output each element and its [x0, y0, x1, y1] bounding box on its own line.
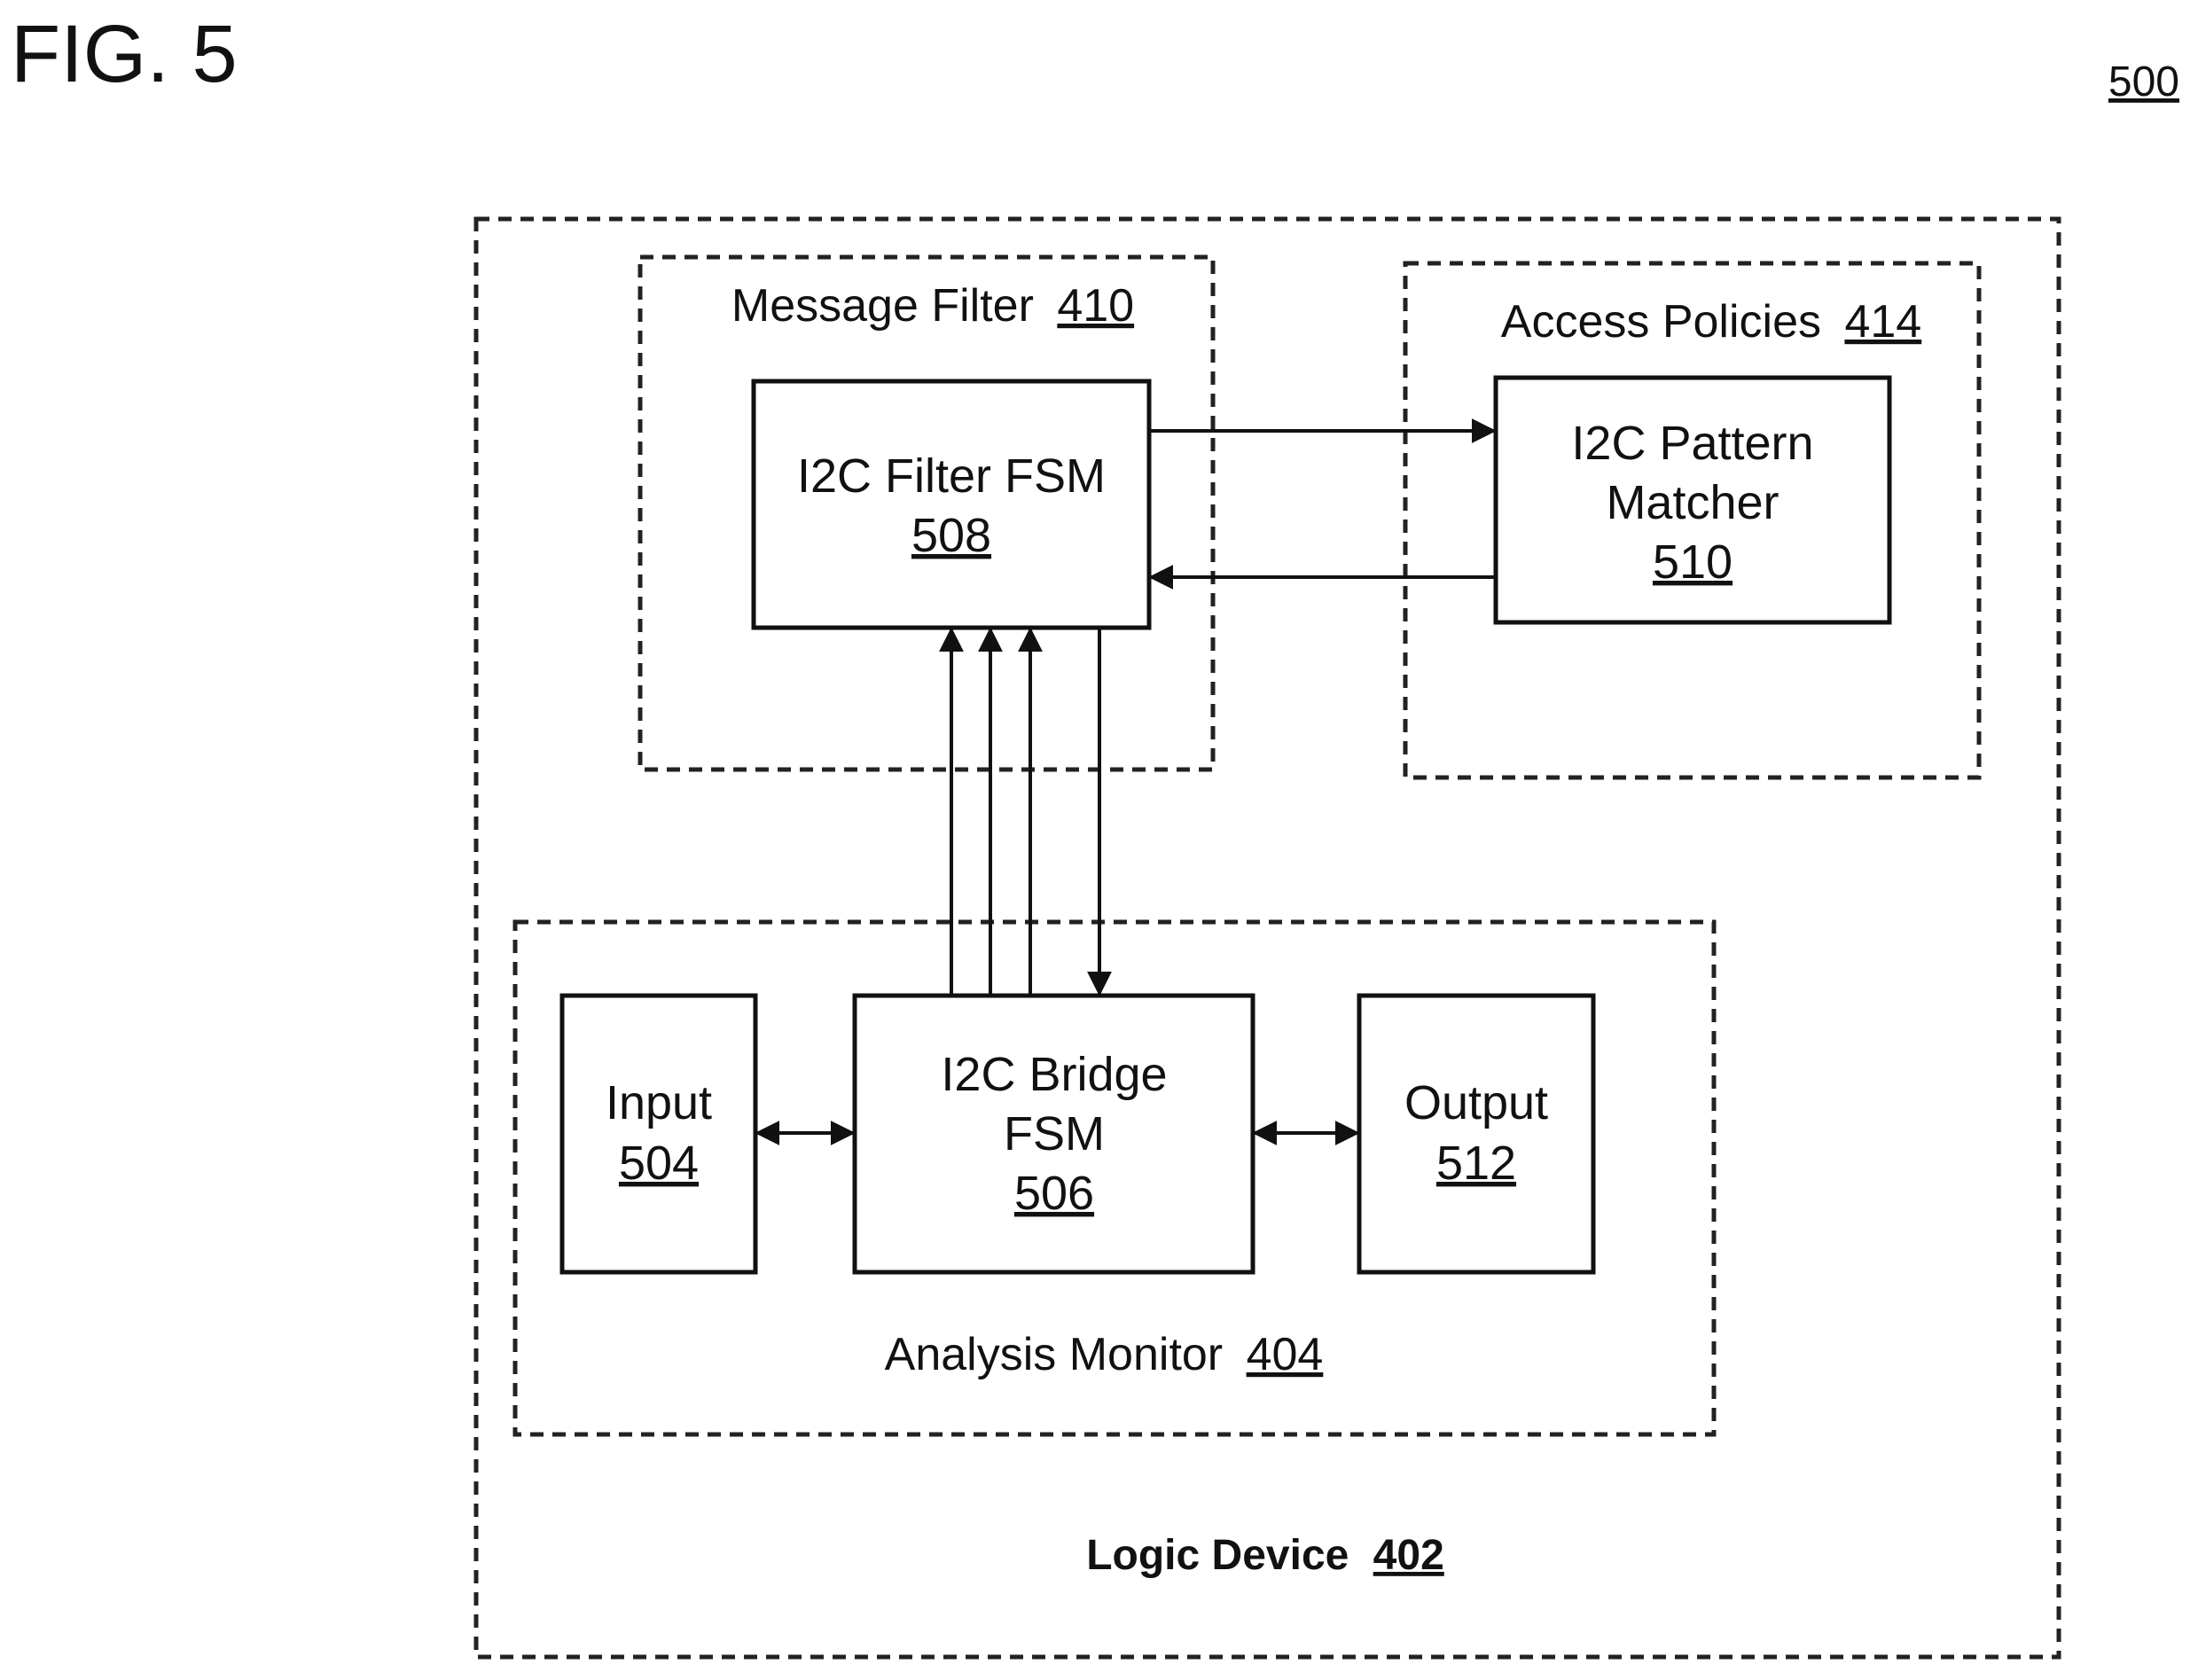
analysis-monitor-label: Analysis Monitor 404: [885, 1329, 1324, 1380]
input-title: Input: [606, 1076, 712, 1129]
pattern-matcher-ref: 510: [1653, 535, 1733, 589]
filter-fsm-title: I2C Filter FSM: [797, 449, 1106, 503]
output-ref: 512: [1436, 1137, 1516, 1190]
access-policies-label: Access Policies 414: [1501, 296, 1921, 348]
input-block: [562, 996, 755, 1272]
bridge-fsm-title-line2: FSM: [1004, 1107, 1105, 1160]
logic-device-ref: 402: [1373, 1532, 1444, 1579]
pattern-matcher-title-line2: Matcher: [1606, 476, 1779, 529]
message-filter-ref: 410: [1057, 280, 1134, 332]
bridge-fsm-title-line1: I2C Bridge: [941, 1048, 1167, 1101]
pattern-matcher-title-line1: I2C Pattern: [1571, 417, 1813, 470]
access-policies-name: Access Policies: [1501, 296, 1821, 348]
figure-title: FIG. 5: [11, 9, 238, 99]
filter-fsm-ref: 508: [911, 509, 991, 562]
logic-device-name: Logic Device: [1086, 1532, 1349, 1579]
input-ref: 504: [619, 1137, 699, 1190]
figure-number: 500: [2108, 59, 2179, 105]
analysis-monitor-ref: 404: [1247, 1329, 1324, 1380]
output-block: [1359, 996, 1593, 1272]
bridge-fsm-ref: 506: [1014, 1167, 1094, 1220]
logic-device-label: Logic Device 402: [1086, 1532, 1444, 1579]
analysis-monitor-name: Analysis Monitor: [885, 1329, 1223, 1380]
message-filter-label: Message Filter 410: [731, 280, 1134, 332]
filter-fsm-block: [754, 381, 1149, 628]
output-title: Output: [1404, 1076, 1548, 1129]
access-policies-ref: 414: [1844, 296, 1921, 348]
message-filter-name: Message Filter: [731, 280, 1034, 332]
